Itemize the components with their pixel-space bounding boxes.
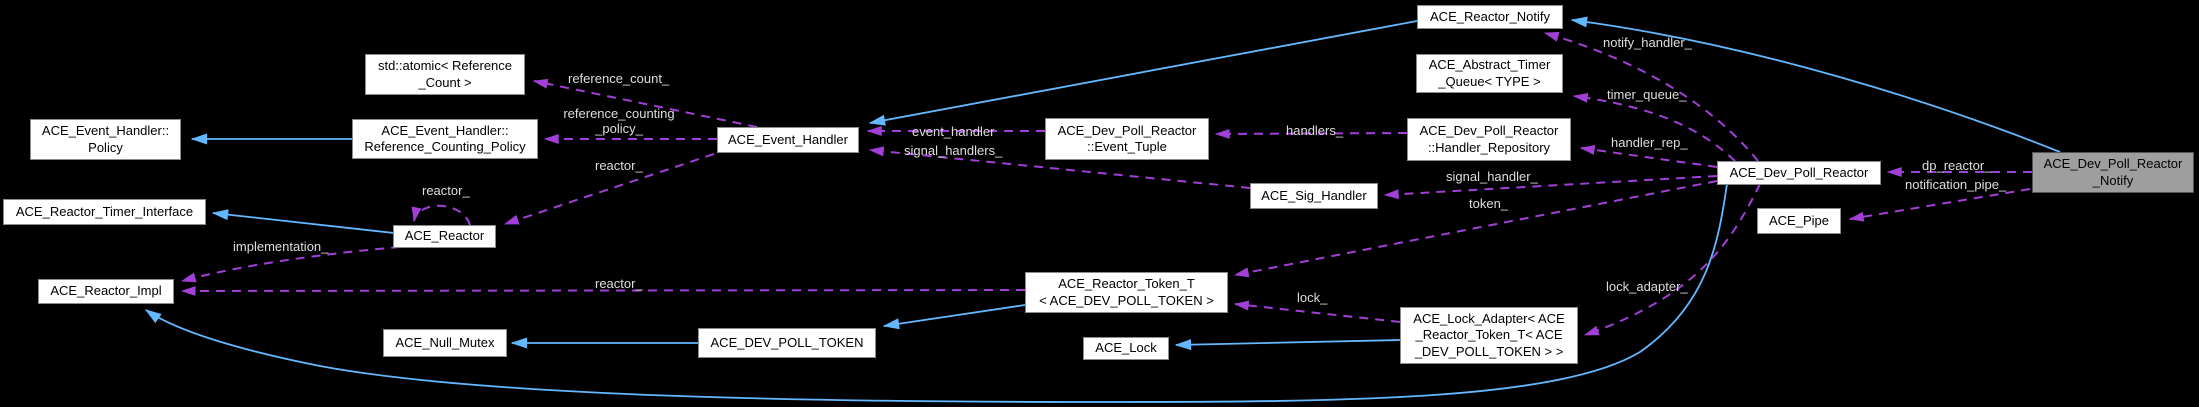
edge-label-lock-adapter: lock_adapter_ — [1606, 279, 1688, 294]
edge-notify-handler — [1543, 32, 1759, 162]
edge-signal-handler — [1383, 175, 1718, 200]
node-handler-repository[interactable]: ACE_Dev_Poll_Reactor ::Handler_Repositor… — [1407, 118, 1571, 161]
edge-lockadapter-to-acelock-inherit — [1174, 339, 1401, 351]
node-label: ::Handler_Repository — [1427, 139, 1551, 155]
node-reactor-notify[interactable]: ACE_Reactor_Notify — [1417, 5, 1563, 29]
node-reactor-impl[interactable]: ACE_Reactor_Impl — [38, 279, 174, 304]
node-dev-poll-token[interactable]: ACE_DEV_POLL_TOKEN — [698, 328, 876, 358]
edge-reactor-to-timerinterface-inherit — [211, 209, 395, 234]
node-label: ACE_DEV_POLL_TOKEN — [710, 334, 864, 350]
edge-token-member — [1233, 180, 1718, 278]
edge-label-line: _policy_ — [595, 121, 643, 136]
node-sig-handler[interactable]: ACE_Sig_Handler — [1250, 183, 1378, 209]
node-label: _Count > — [418, 74, 472, 90]
edge-label-timer-queue: timer_queue_ — [1607, 87, 1687, 102]
edge-lock-member — [1233, 300, 1401, 323]
edge-label-signal-handler: signal_handler_ — [1446, 169, 1538, 184]
edge-label-line: reference_counting — [563, 106, 675, 121]
edge-label-lock: lock_ — [1297, 290, 1328, 305]
edge-reference-count — [532, 78, 758, 128]
node-label: ACE_Reactor_Timer_Interface — [15, 203, 194, 219]
edge-reactor-self-loop — [411, 204, 471, 226]
node-std-atomic-reference-count[interactable]: std::atomic< Reference _Count > — [365, 54, 525, 95]
node-reactor-timer-interface[interactable]: ACE_Reactor_Timer_Interface — [3, 199, 206, 225]
node-event-handler-policy[interactable]: ACE_Event_Handler:: Policy — [30, 119, 181, 160]
edge-label-reactor-eh: reactor_ — [595, 158, 643, 173]
edge-label-notification-pipe: notification_pipe_ — [1905, 177, 2007, 192]
node-reactor-token[interactable]: ACE_Reactor_Token_T < ACE_DEV_POLL_TOKEN… — [1025, 272, 1228, 313]
node-label: ACE_Dev_Poll_Reactor — [2043, 156, 2183, 172]
node-label: ACE_Dev_Poll_Reactor — [1419, 123, 1559, 139]
edge-label-reference-counting-policy: reference_counting _policy_ — [556, 106, 682, 136]
node-label: ACE_Dev_Poll_Reactor — [1729, 164, 1869, 180]
edge-label-event-handler: event_handler — [912, 124, 995, 139]
node-label: _Notify — [2092, 172, 2134, 188]
node-null-mutex[interactable]: ACE_Null_Mutex — [383, 329, 507, 357]
edge-implementation — [180, 246, 401, 283]
edge-devpollreactor-to-reactorimpl-inherit — [144, 183, 1728, 403]
edge-label-dp-reactor: dp_reactor_ — [1922, 158, 1992, 173]
node-label: ACE_Lock — [1095, 340, 1157, 356]
node-label: ACE_Event_Handler:: — [41, 123, 170, 139]
node-label: ACE_Reactor_Token_T — [1058, 276, 1195, 292]
edge-label-handler-rep: handler_rep_ — [1611, 135, 1688, 150]
edge-token-reactorimpl — [180, 285, 1026, 296]
node-label: _Queue< TYPE > — [1438, 73, 1541, 89]
node-label: ACE_Reactor_Impl — [50, 283, 162, 299]
edge-label-notify-handler: notify_handler_ — [1603, 35, 1692, 50]
edge-label-token: token_ — [1469, 196, 1509, 211]
edge-label-reactor-self: reactor_ — [422, 183, 470, 198]
edge-handler-rep — [1579, 144, 1718, 168]
node-reference-counting-policy[interactable]: ACE_Event_Handler:: Reference_Counting_P… — [352, 119, 538, 159]
node-ace-pipe[interactable]: ACE_Pipe — [1757, 208, 1841, 234]
edge-timer-queue — [1572, 92, 1736, 162]
edge-notification-pipe — [1848, 188, 2031, 222]
edge-eventhandler-reactor — [503, 153, 715, 225]
edge-label-signal-handlers: signal_handlers_ — [904, 143, 1003, 158]
edge-label-reactor-impl-member: reactor_ — [595, 276, 643, 291]
node-label: _Reactor_Token_T< ACE — [1415, 327, 1563, 343]
node-dev-poll-reactor[interactable]: ACE_Dev_Poll_Reactor — [1717, 161, 1881, 185]
node-dev-poll-reactor-notify: ACE_Dev_Poll_Reactor _Notify — [2032, 152, 2194, 193]
node-abstract-timer-queue[interactable]: ACE_Abstract_Timer _Queue< TYPE > — [1416, 54, 1563, 93]
node-label: ACE_Null_Mutex — [395, 334, 495, 350]
node-label: < ACE_DEV_POLL_TOKEN > — [1039, 292, 1214, 308]
node-label: ACE_Event_Handler — [728, 131, 848, 147]
edge-reactortoken-to-devpolltoken-inherit — [882, 304, 1026, 330]
node-label: ACE_Abstract_Timer — [1428, 57, 1551, 73]
edge-label-handlers: handlers_ — [1286, 123, 1344, 138]
node-ace-reactor[interactable]: ACE_Reactor — [393, 225, 496, 248]
node-event-tuple[interactable]: ACE_Dev_Poll_Reactor ::Event_Tuple — [1045, 118, 1209, 160]
node-label: ACE_Sig_Handler — [1261, 187, 1367, 203]
node-label: ACE_Pipe — [1769, 212, 1829, 228]
node-label: Policy — [88, 139, 123, 155]
node-label: ACE_Lock_Adapter< ACE — [1413, 311, 1565, 327]
node-label: std::atomic< Reference — [377, 58, 513, 74]
edge-lock-adapter-member — [1583, 183, 1761, 336]
edge-reactornotify-to-eventhandler-inherit — [868, 20, 1418, 126]
edge-label-implementation: implementation_ — [233, 239, 329, 254]
node-label: ACE_Event_Handler:: — [381, 122, 509, 138]
edge-label-reference-count: reference_count_ — [568, 71, 670, 86]
node-event-handler[interactable]: ACE_Event_Handler — [717, 127, 859, 153]
node-label: ACE_Dev_Poll_Reactor — [1057, 122, 1197, 138]
node-ace-lock[interactable]: ACE_Lock — [1083, 337, 1169, 360]
node-label: ::Event_Tuple — [1087, 139, 1167, 154]
node-label: _DEV_POLL_TOKEN > > — [1414, 343, 1564, 359]
node-label: ACE_Reactor — [404, 228, 485, 244]
node-label: Reference_Counting_Policy — [364, 139, 526, 154]
node-lock-adapter[interactable]: ACE_Lock_Adapter< ACE _Reactor_Token_T< … — [1400, 307, 1578, 364]
edge-devpollreactornotify-to-reactornotify-inherit — [1570, 16, 2061, 153]
node-label: ACE_Reactor_Notify — [1430, 8, 1550, 24]
